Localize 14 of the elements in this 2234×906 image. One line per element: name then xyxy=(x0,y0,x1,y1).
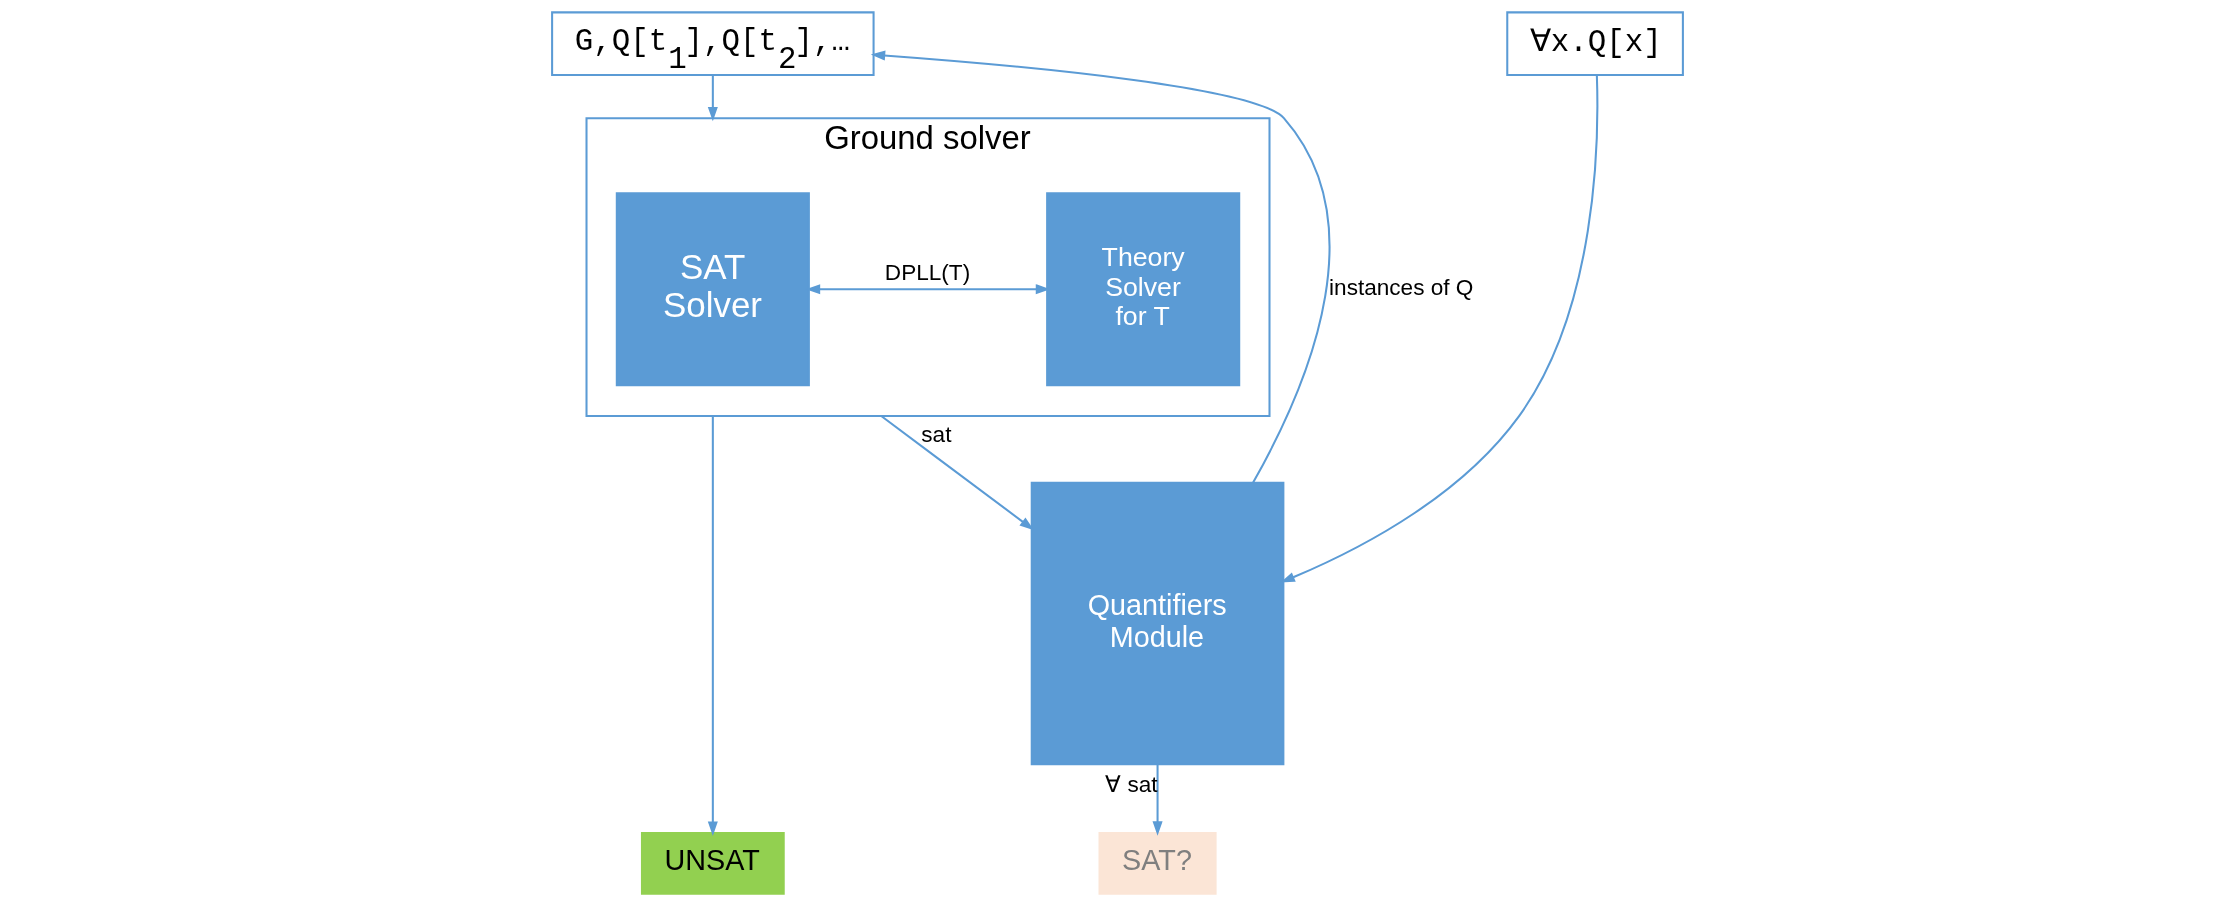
arrow xyxy=(1152,764,1163,836)
edge-label: DPLL(T) xyxy=(884,259,970,285)
edge-label: instances of Q xyxy=(1328,274,1473,300)
node-box: Theory Solver for T xyxy=(1045,192,1240,387)
arrow xyxy=(707,416,718,836)
edge-label: sat xyxy=(920,422,951,448)
node-box: SAT Solver xyxy=(615,192,810,387)
node-box: SAT? xyxy=(1098,832,1217,895)
arrow xyxy=(707,75,718,122)
arrow xyxy=(870,50,1330,484)
arrow xyxy=(880,415,1034,531)
node-box: UNSAT xyxy=(640,832,785,895)
node-box: Quantifiers Module xyxy=(1030,481,1284,766)
node-box: ∀x.Q[x] xyxy=(1505,11,1684,77)
